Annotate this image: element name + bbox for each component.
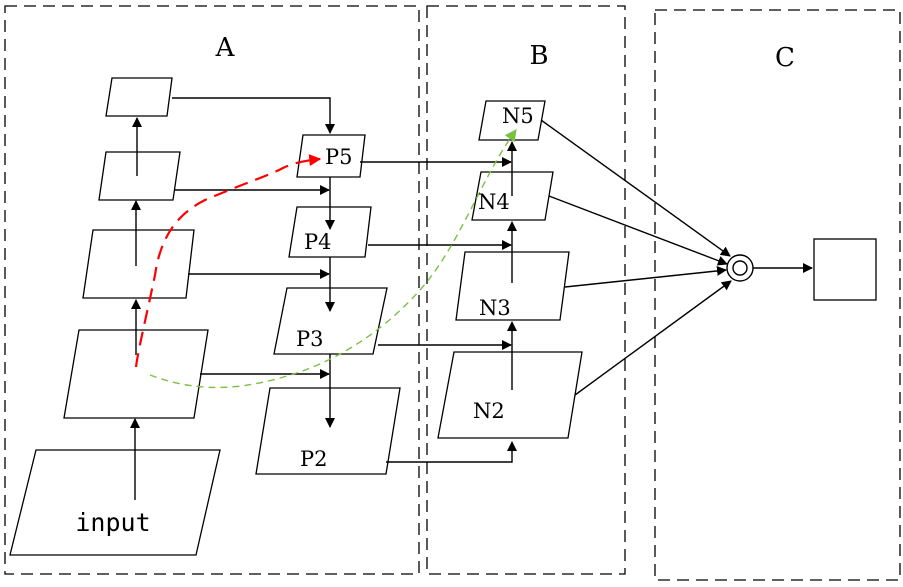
p3-block	[273, 287, 388, 355]
n5-block	[478, 100, 546, 141]
p3-label: P3	[296, 327, 324, 351]
n4-to-fusion	[548, 195, 728, 266]
region-b-box	[426, 5, 626, 575]
n5-to-fusion	[540, 119, 731, 257]
n2-to-fusion	[574, 280, 732, 396]
region-b-label: B	[529, 41, 548, 71]
fusion-node-outer	[726, 254, 754, 282]
region-c-label: C	[775, 43, 795, 73]
n3-to-fusion	[564, 265, 727, 288]
backbone-stage-5	[105, 77, 173, 117]
lateral-5	[172, 97, 335, 134]
backbone-stage-4	[98, 151, 181, 201]
region-c-box	[654, 9, 901, 581]
p2-to-n2-link	[386, 441, 517, 463]
region-a-label: A	[215, 33, 236, 63]
n4-label: N4	[478, 190, 510, 214]
red-path	[134, 154, 322, 368]
output-block	[813, 238, 877, 301]
p5-label: P5	[325, 145, 353, 169]
backbone-stage-2	[63, 329, 209, 419]
n3-block	[455, 251, 570, 321]
region-a-box	[4, 5, 420, 575]
p4-block	[288, 206, 372, 258]
input-block	[9, 449, 221, 556]
n2-label: N2	[473, 399, 505, 423]
n2-block	[437, 351, 583, 439]
green-path	[149, 129, 517, 389]
n5-label: N5	[502, 104, 534, 128]
p2-block	[255, 387, 401, 475]
input-label: input	[75, 508, 150, 537]
p2-label: P2	[300, 447, 328, 471]
n3-label: N3	[479, 296, 511, 320]
backbone-stage-3	[82, 229, 195, 299]
p4-label: P4	[304, 230, 332, 254]
fusion-node-inner	[732, 260, 748, 276]
